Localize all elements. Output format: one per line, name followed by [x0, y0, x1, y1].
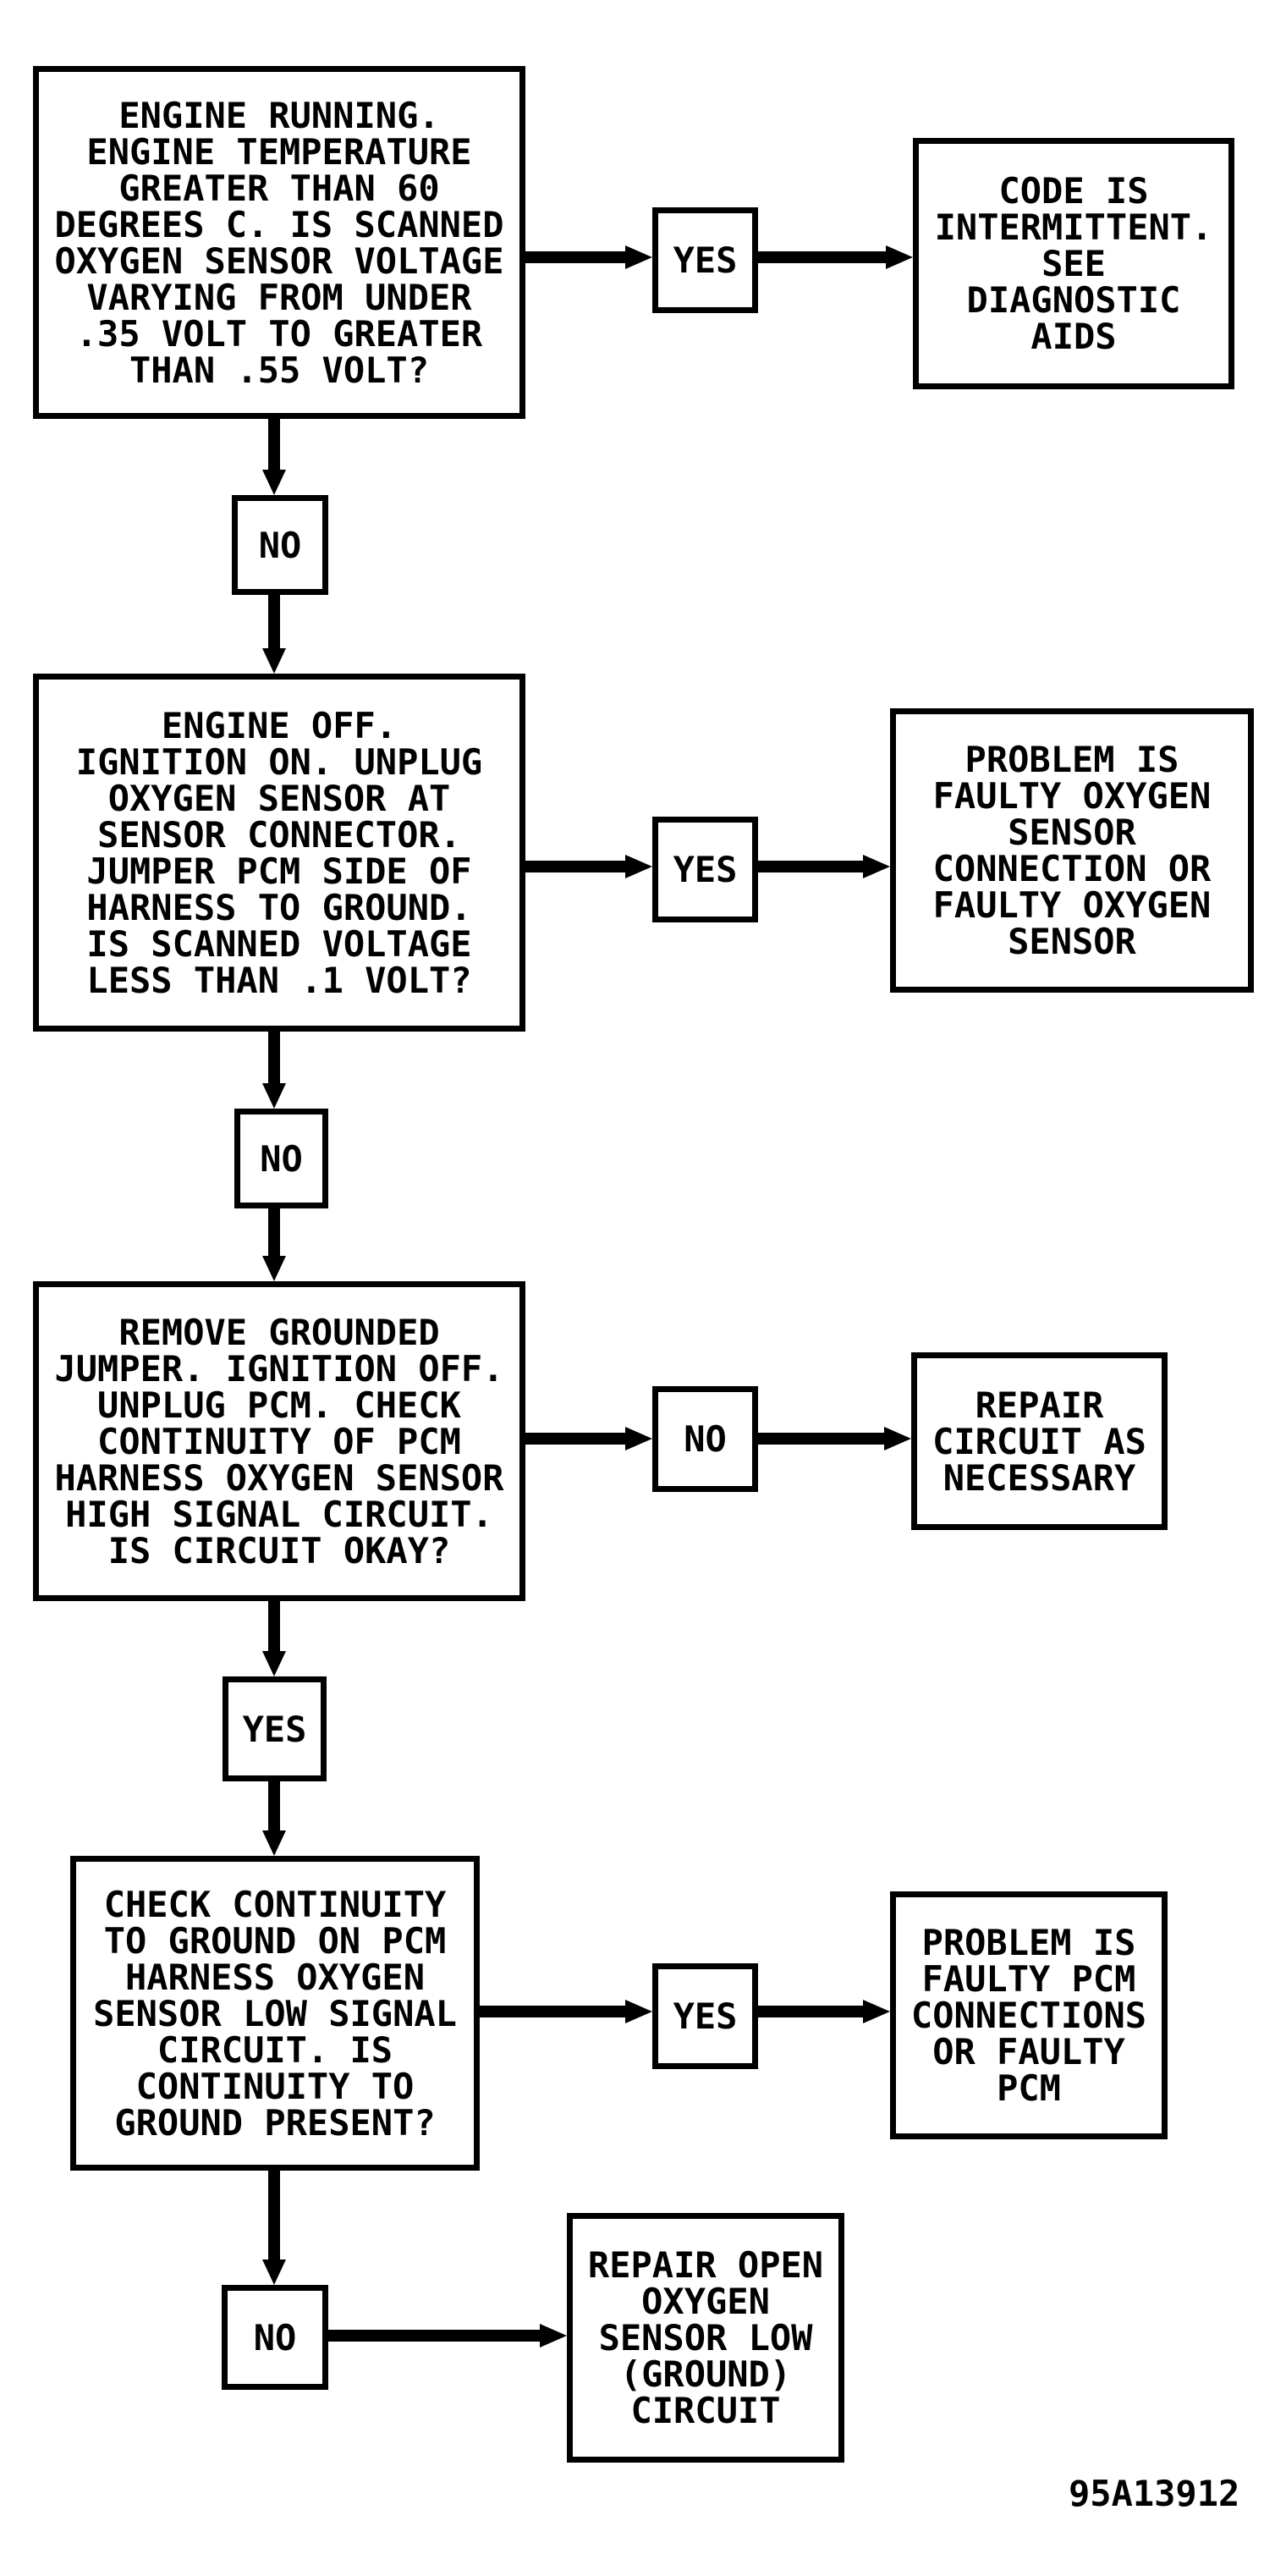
- arrowhead-down-icon: [262, 2260, 286, 2285]
- step1-yes-label: YES: [673, 239, 738, 281]
- connector-line: [268, 419, 280, 470]
- connector-line: [268, 1781, 280, 1830]
- figure-id-label: 95A13912: [1069, 2473, 1240, 2514]
- step4-yes-label: YES: [673, 1995, 738, 2037]
- step2-question-text: ENGINE OFF. IGNITION ON. UNPLUG OXYGEN S…: [75, 704, 483, 1001]
- step1-yes-box: YES: [652, 207, 758, 313]
- step2-no-box: NO: [234, 1109, 328, 1208]
- arrowhead-right-icon: [863, 2000, 890, 2023]
- connector-line: [525, 1433, 625, 1445]
- connector-line: [268, 1208, 280, 1256]
- connector-line: [525, 861, 625, 872]
- step2-yes-label: YES: [673, 849, 738, 890]
- connector-line: [758, 251, 886, 263]
- step3-no-label: NO: [684, 1418, 727, 1460]
- step1-question-text: ENGINE RUNNING. ENGINE TEMPERATURE GREAT…: [54, 94, 504, 391]
- step3-yes-label: YES: [242, 1708, 307, 1750]
- connector-line: [480, 2006, 625, 2017]
- connector-line: [268, 2171, 280, 2260]
- arrowhead-right-icon: [625, 1427, 652, 1450]
- step4-question-box: CHECK CONTINUITY TO GROUND ON PCM HARNES…: [70, 1856, 480, 2171]
- step3-result-box: REPAIR CIRCUIT AS NECESSARY: [911, 1352, 1168, 1530]
- step4-yes-box: YES: [652, 1963, 758, 2069]
- arrowhead-down-icon: [262, 1256, 286, 1281]
- step4-no-result-box: REPAIR OPEN OXYGEN SENSOR LOW (GROUND) C…: [567, 2213, 844, 2463]
- arrowhead-right-icon: [625, 2000, 652, 2023]
- connector-line: [268, 595, 280, 648]
- arrowhead-right-icon: [886, 245, 913, 269]
- arrowhead-right-icon: [863, 855, 890, 878]
- step3-result-text: REPAIR CIRCUIT AS NECESSARY: [932, 1384, 1146, 1499]
- connector-line: [758, 1433, 884, 1445]
- step4-result-text: PROBLEM IS FAULTY PCM CONNECTIONS OR FAU…: [910, 1922, 1147, 2109]
- step1-no-label: NO: [258, 524, 302, 566]
- step2-result-box: PROBLEM IS FAULTY OXYGEN SENSOR CONNECTI…: [890, 708, 1254, 993]
- step1-question-box: ENGINE RUNNING. ENGINE TEMPERATURE GREAT…: [33, 66, 525, 419]
- connector-line: [758, 2006, 863, 2017]
- step1-no-box: NO: [232, 495, 328, 595]
- arrowhead-down-icon: [262, 1651, 286, 1676]
- connector-line: [758, 861, 863, 872]
- connector-line: [525, 251, 625, 263]
- step4-result-box: PROBLEM IS FAULTY PCM CONNECTIONS OR FAU…: [890, 1891, 1168, 2139]
- step4-no-box: NO: [222, 2285, 328, 2390]
- arrowhead-down-icon: [262, 648, 286, 674]
- connector-line: [268, 1032, 280, 1083]
- step2-yes-box: YES: [652, 817, 758, 922]
- step3-question-text: REMOVE GROUNDED JUMPER. IGNITION OFF. UN…: [54, 1311, 504, 1571]
- connector-line: [268, 1601, 280, 1651]
- step3-no-box: NO: [652, 1386, 758, 1492]
- step1-result-box: CODE IS INTERMITTENT. SEE DIAGNOSTIC AID…: [913, 138, 1234, 389]
- step4-question-text: CHECK CONTINUITY TO GROUND ON PCM HARNES…: [93, 1883, 457, 2144]
- step3-question-box: REMOVE GROUNDED JUMPER. IGNITION OFF. UN…: [33, 1281, 525, 1601]
- arrowhead-right-icon: [540, 2324, 567, 2348]
- step2-question-box: ENGINE OFF. IGNITION ON. UNPLUG OXYGEN S…: [33, 674, 525, 1032]
- arrowhead-right-icon: [625, 855, 652, 878]
- step4-no-result-text: REPAIR OPEN OXYGEN SENSOR LOW (GROUND) C…: [587, 2244, 824, 2431]
- arrowhead-right-icon: [625, 245, 652, 269]
- step3-yes-box: YES: [223, 1676, 327, 1781]
- arrowhead-right-icon: [884, 1427, 911, 1450]
- arrowhead-down-icon: [262, 470, 286, 495]
- step1-result-text: CODE IS INTERMITTENT. SEE DIAGNOSTIC AID…: [934, 170, 1213, 357]
- step4-no-label: NO: [253, 2316, 297, 2359]
- connector-line: [328, 2330, 540, 2342]
- step2-result-text: PROBLEM IS FAULTY OXYGEN SENSOR CONNECTI…: [932, 739, 1212, 962]
- arrowhead-down-icon: [262, 1083, 286, 1109]
- step2-no-label: NO: [260, 1137, 303, 1180]
- arrowhead-down-icon: [262, 1830, 286, 1856]
